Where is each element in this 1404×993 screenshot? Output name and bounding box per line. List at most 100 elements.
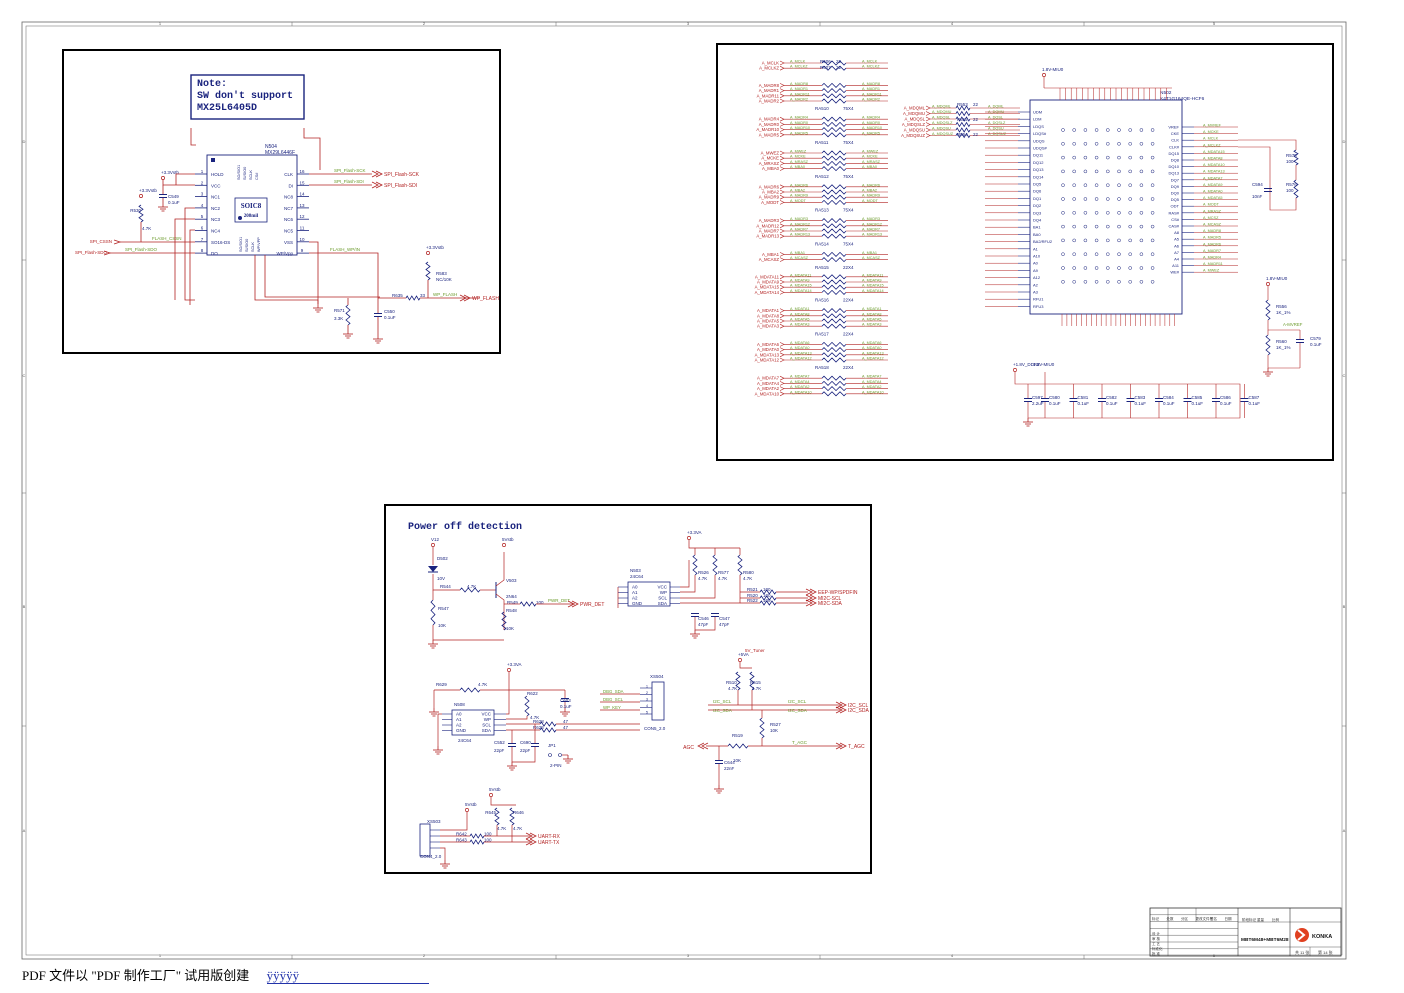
res-r510 bbox=[735, 671, 741, 691]
pwr-5vstb-uart bbox=[465, 808, 469, 812]
ddr-rnet-resistor bbox=[821, 279, 847, 285]
eeprom2-series-res bbox=[539, 727, 557, 733]
ddr-ball bbox=[1072, 280, 1076, 284]
ddr-port bbox=[779, 252, 785, 257]
ddr-pin-name: A0 bbox=[1033, 261, 1039, 266]
res-r544 bbox=[459, 587, 481, 593]
val-r646: 4.7K bbox=[513, 826, 522, 831]
ddr-ball bbox=[1094, 155, 1099, 160]
ddr-right-net: A_MODT bbox=[1203, 203, 1220, 207]
ddr-port bbox=[779, 257, 785, 262]
konka-logo-mark bbox=[1297, 929, 1306, 941]
ddr-pin-name: VREF bbox=[1168, 125, 1179, 130]
ddr-rnet-val: 75X4 bbox=[843, 174, 854, 179]
ddr-left-net: A_MADR3 bbox=[759, 218, 780, 223]
ddr-rnet-resistor bbox=[821, 189, 847, 195]
ddr-right-net: A_MADR7 bbox=[1203, 249, 1221, 253]
val-r583: NC/10K bbox=[436, 277, 452, 282]
res-r549 bbox=[519, 601, 537, 607]
note-box bbox=[190, 74, 305, 120]
val-c603: 0.1uF bbox=[560, 704, 572, 709]
ddr-ball bbox=[1061, 224, 1065, 229]
ddr-right-net: A_MDATA7 bbox=[1203, 176, 1222, 180]
ddr-port bbox=[779, 116, 785, 122]
ddr-rnet-resistor bbox=[821, 391, 847, 397]
ddr-ball bbox=[1061, 252, 1065, 256]
net-local-sdo: SPI_Flash-SDO bbox=[125, 247, 158, 252]
ddr-ball bbox=[1061, 238, 1065, 243]
ddr-net-local: A_MDATA3 bbox=[790, 323, 809, 327]
ddr-decap-val: 0.1uF bbox=[1049, 401, 1061, 406]
ddr-right-net: A_MDATA10 bbox=[1203, 163, 1225, 167]
ddr-left-net: A_MADR8 bbox=[759, 83, 780, 88]
ddr-right-net: A_MADR11 bbox=[1203, 262, 1223, 266]
res-r575 bbox=[1293, 149, 1299, 166]
ddr-right-net: A_MVREF bbox=[1203, 124, 1222, 128]
pwr-5vstb-uart: 5Vstb bbox=[465, 802, 477, 807]
ddr-right-net: A_MCASZ bbox=[1203, 223, 1222, 227]
ref-r556: R556 bbox=[1276, 304, 1287, 309]
ddr-dqs-net: A_MDQML bbox=[904, 106, 926, 111]
ddr-left-net: A_MADR2 bbox=[759, 99, 780, 104]
konka-logo bbox=[1295, 928, 1309, 942]
footer-link[interactable]: ÿÿÿÿÿ bbox=[266, 968, 430, 984]
ddr-ball bbox=[1061, 128, 1065, 132]
ddr-dqs-local-r: A_DQSUZ bbox=[988, 132, 1007, 136]
pwr-5va: +5VA bbox=[738, 652, 749, 657]
ddr-left-net: A_MDATA5 bbox=[757, 319, 780, 324]
ddr-dqs-local-r: A_DQML bbox=[988, 105, 1004, 109]
ddr-rnet-resistor bbox=[821, 233, 847, 239]
eeprom-pin-name: A2 bbox=[632, 596, 638, 601]
frame-col-mark: 3 bbox=[687, 953, 690, 958]
flash-pin-name: NC1 bbox=[211, 195, 220, 200]
ddr-ball bbox=[1106, 252, 1110, 256]
ddr-ball bbox=[1083, 211, 1088, 215]
frame-col-mark: 2 bbox=[423, 21, 426, 26]
ref-c550: C550 bbox=[384, 309, 395, 314]
ddr-left-net: A_MDATA7 bbox=[757, 376, 780, 381]
soic-dot bbox=[238, 216, 242, 220]
flash-pin-name: NC5 bbox=[284, 229, 293, 234]
conn-net: DBG_SDA bbox=[603, 689, 624, 694]
ddr-left-net: A_MWEZ bbox=[761, 151, 780, 156]
ddr-pin-name: A2 bbox=[1033, 282, 1039, 287]
frame-col-mark: 1 bbox=[159, 953, 162, 958]
ddr-port bbox=[779, 386, 785, 391]
ddr-decap-val: 0.1uF bbox=[1192, 401, 1204, 406]
port-sck bbox=[371, 170, 379, 178]
flash-pin-name: CLK bbox=[284, 172, 293, 177]
ddr-rnet-resistor bbox=[821, 318, 847, 324]
pwr-33va-2 bbox=[507, 668, 511, 672]
ref-r575: R575 bbox=[1286, 153, 1297, 158]
ddr-net-local: A_MADR0 bbox=[790, 121, 808, 125]
flash-top-pin: SCLK bbox=[249, 170, 253, 180]
ddr-block-border bbox=[716, 43, 1334, 461]
flash-pin-num: 10 bbox=[299, 237, 305, 242]
val-c552: 22pF bbox=[494, 748, 505, 753]
ddr-right-net: A_MDATA15 bbox=[1203, 150, 1225, 154]
soic-package bbox=[234, 197, 268, 223]
ddr-net-local-r: A_MDATA2 bbox=[862, 385, 881, 389]
ddr-left-net: A_MDATA0 bbox=[757, 347, 780, 352]
ddr-dqs-res bbox=[955, 110, 971, 117]
val-r576: 100 bbox=[1286, 188, 1294, 193]
ref-eeprom2-res: R628 bbox=[533, 719, 544, 724]
soic-sublabel: 208mil bbox=[244, 214, 259, 219]
ddr-dqs-res bbox=[955, 132, 971, 139]
flash-pin-num: 5 bbox=[201, 214, 204, 219]
ddr-ic bbox=[1029, 99, 1183, 315]
flash-pin-num: 12 bbox=[299, 214, 305, 219]
ddr-pin-name: DQ7 bbox=[1171, 177, 1180, 182]
ddr-ball bbox=[1094, 211, 1099, 215]
title-role: 标准化 bbox=[1152, 946, 1163, 951]
ddr-rnet-val: 75X4 bbox=[843, 208, 854, 213]
ddr-ball bbox=[1150, 183, 1155, 187]
port-eeprom-net: EEP-WP/SPDFIN bbox=[818, 590, 858, 596]
ddr-ball bbox=[1072, 197, 1076, 201]
port-eeprom-net bbox=[805, 599, 813, 607]
frame-col-mark: 2 bbox=[423, 953, 426, 958]
ddr-pin-name: A7 bbox=[1174, 250, 1180, 255]
ddr-pin-name: DQ6 bbox=[1033, 189, 1042, 194]
eeprom-pin-name: GND bbox=[456, 728, 467, 733]
title-board: MBT6M48+MBT6M28 bbox=[1241, 937, 1289, 943]
